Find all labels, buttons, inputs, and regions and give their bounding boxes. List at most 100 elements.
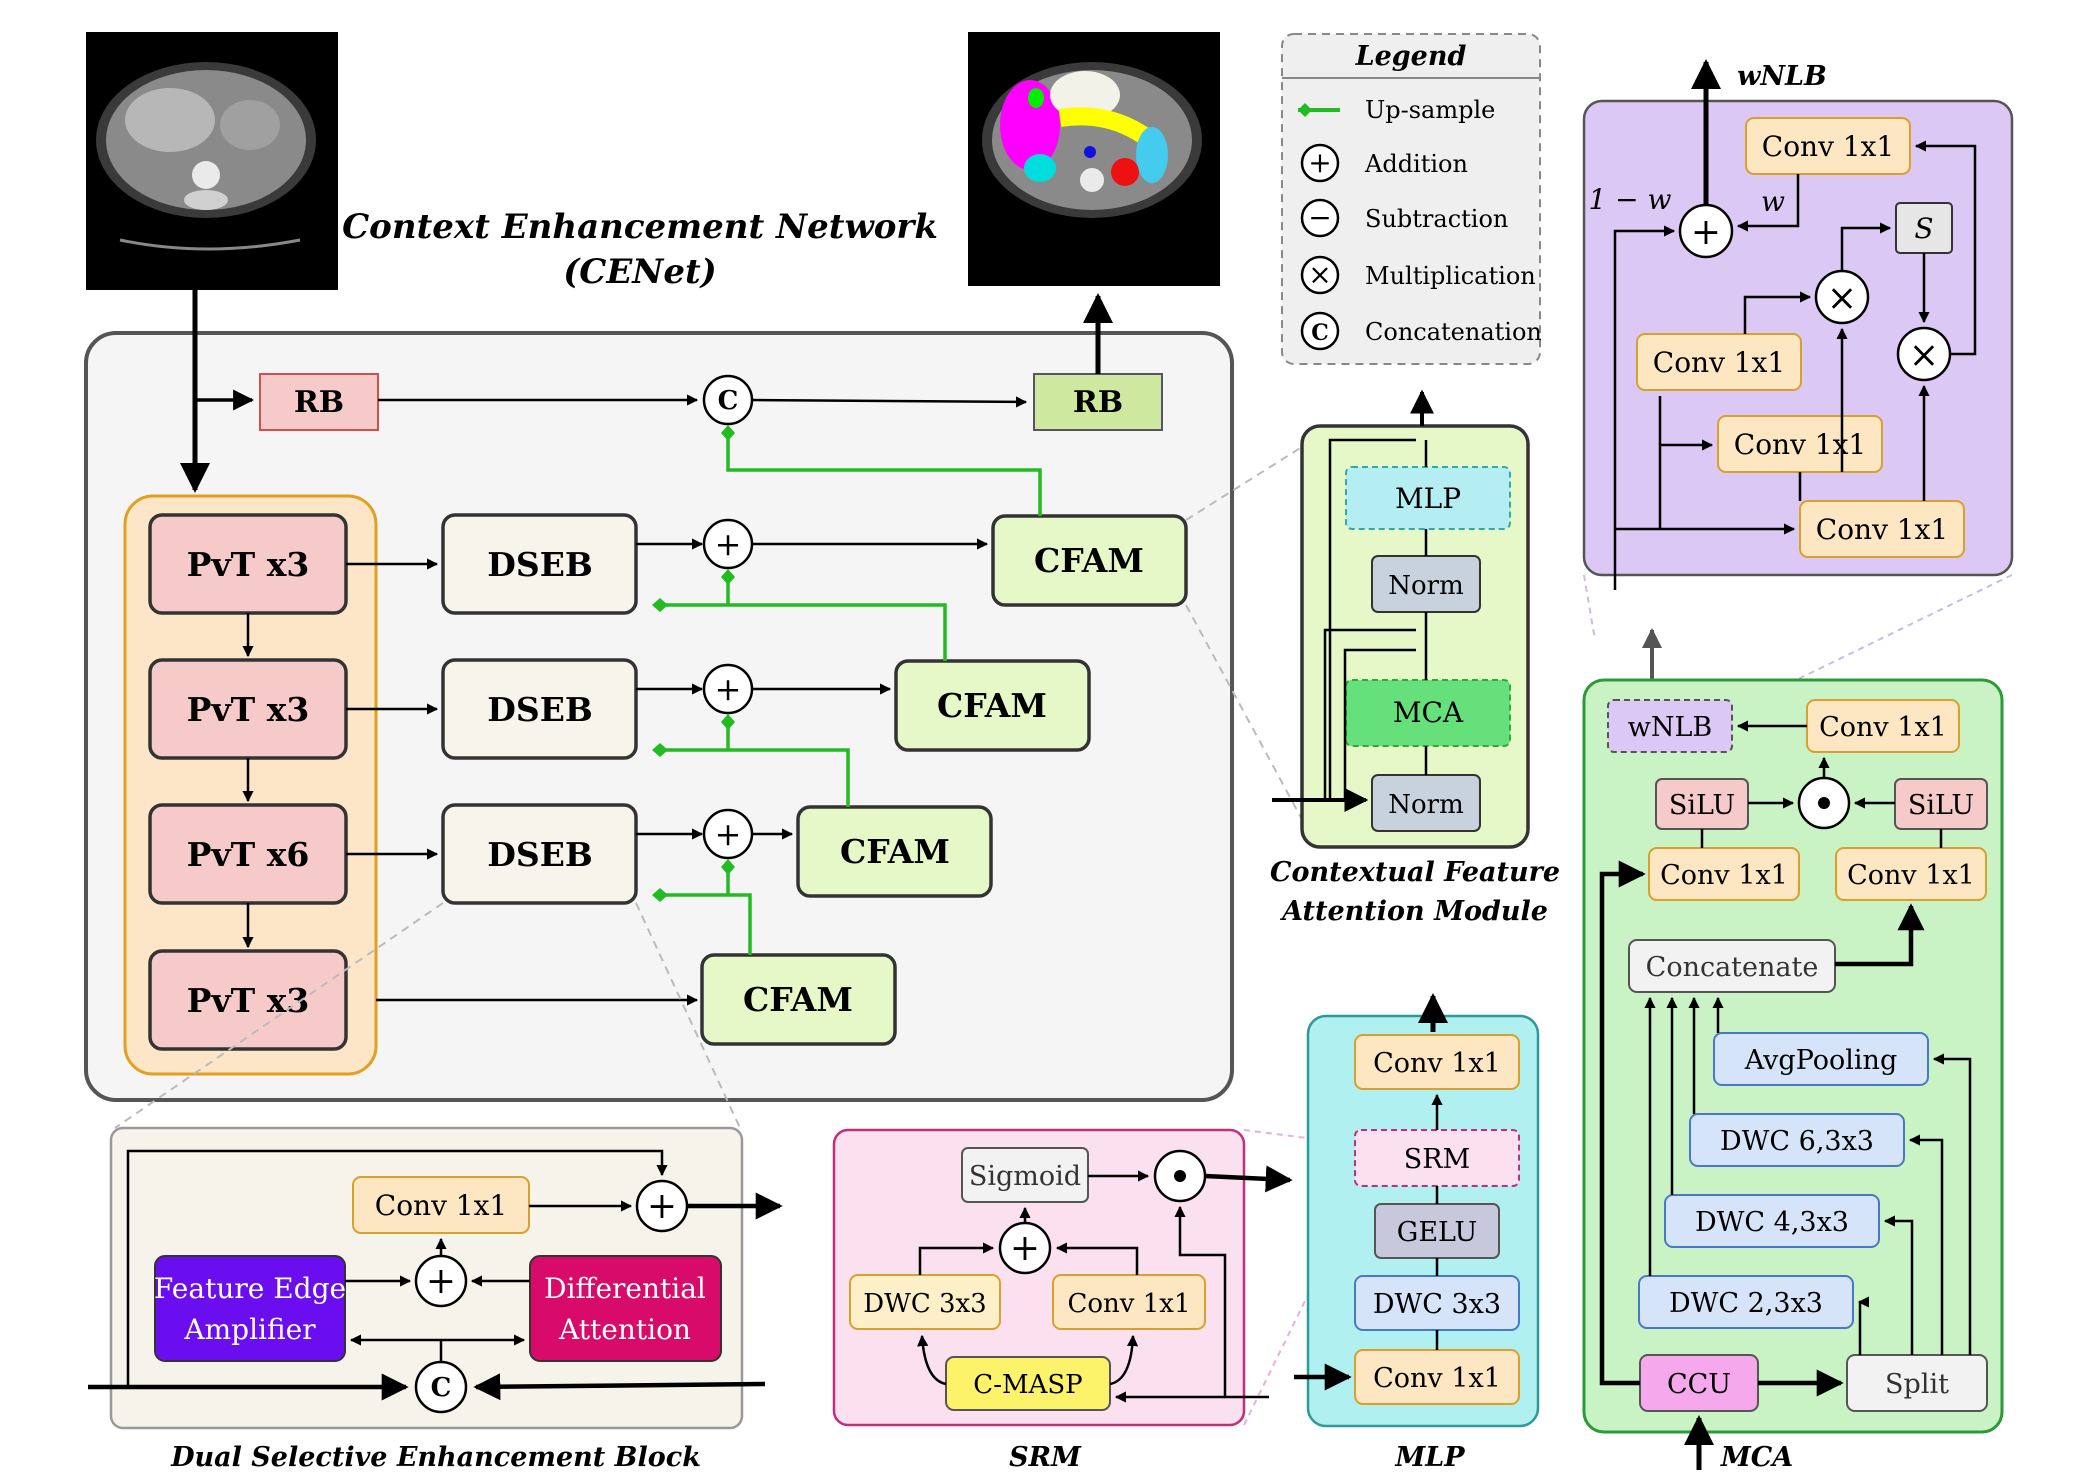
svg-text:+: + xyxy=(715,670,742,708)
cfam-block-1 xyxy=(991,514,1188,607)
svg-text:Dual Selective Enhancement Blo: Dual Selective Enhancement Block xyxy=(170,1442,701,1473)
mca-dwc2 xyxy=(1638,1275,1854,1329)
upsample-diamond-icon xyxy=(1298,103,1312,117)
svg-text:MLP: MLP xyxy=(1395,482,1461,515)
differential-attention xyxy=(529,1255,722,1362)
svg-text:RB: RB xyxy=(294,385,344,420)
input-ct-image xyxy=(86,32,338,290)
cfam-block-3 xyxy=(796,805,993,898)
svg-text:Sigmoid: Sigmoid xyxy=(969,1161,1081,1192)
srm-dwc xyxy=(849,1274,1001,1330)
mlp-module: Conv 1x1 SRM GELU DWC 3x3 Conv 1x1 MLP xyxy=(1294,993,1540,1473)
srm-module: Sigmoid + DWC 3x3 Conv 1x1 C-MASP SRM xyxy=(832,1128,1293,1473)
svg-text:+: + xyxy=(1691,212,1721,253)
svg-text:CFAM: CFAM xyxy=(743,980,853,1019)
mca-dwc4 xyxy=(1664,1194,1880,1248)
mca-avgpooling xyxy=(1713,1032,1929,1086)
wnlb-conv-left xyxy=(1636,333,1802,391)
svg-text:CCU: CCU xyxy=(1667,1369,1731,1400)
svg-text:RB: RB xyxy=(1073,385,1123,420)
svg-text:DSEB: DSEB xyxy=(487,835,593,874)
wnlb-conv-bottom xyxy=(1799,500,1965,558)
mca-dwc6 xyxy=(1689,1113,1905,1167)
svg-text:+: + xyxy=(1308,146,1331,179)
concatenation-icon xyxy=(1300,311,1340,351)
svg-text:CFAM: CFAM xyxy=(840,832,950,871)
svg-text:Conv 1x1: Conv 1x1 xyxy=(1660,860,1788,891)
svg-text:+: + xyxy=(715,525,742,563)
svg-text:Conv 1x1: Conv 1x1 xyxy=(375,1189,507,1222)
mca-module: wNLB Conv 1x1 SiLU SiLU Conv 1x1 Conv 1x… xyxy=(1582,628,2004,1473)
diagram-title-line2: (CENet) xyxy=(563,252,717,292)
svg-text:SRM: SRM xyxy=(1404,1144,1470,1175)
svg-text:Conv 1x1: Conv 1x1 xyxy=(1847,860,1975,891)
legend-addition: Addition xyxy=(1364,150,1468,178)
svg-text:C: C xyxy=(718,386,739,416)
legend-title: Legend xyxy=(1355,41,1467,72)
svg-text:DSEB: DSEB xyxy=(487,690,593,729)
svg-text:SiLU: SiLU xyxy=(1908,790,1974,821)
pvt-block-4 xyxy=(148,949,348,1051)
cfam-mlp xyxy=(1345,466,1511,530)
rb-left-block xyxy=(259,373,379,431)
svg-text:MCA: MCA xyxy=(1393,696,1464,729)
legend-upsample: Up-sample xyxy=(1365,96,1495,124)
svg-text:SRM: SRM xyxy=(1009,1442,1082,1473)
svg-text:Feature Edge: Feature Edge xyxy=(154,1272,346,1305)
svg-text:Amplifier: Amplifier xyxy=(183,1313,316,1346)
svg-text:Conv 1x1: Conv 1x1 xyxy=(1373,1363,1501,1394)
legend-multiplication: Multiplication xyxy=(1365,262,1536,290)
mca-split xyxy=(1846,1354,1988,1412)
svg-text:+: + xyxy=(647,1186,677,1227)
diagram-title-line1: Context Enhancement Network xyxy=(342,207,938,247)
svg-text:DWC 6,3x3: DWC 6,3x3 xyxy=(1720,1126,1874,1157)
svg-text:Conv 1x1: Conv 1x1 xyxy=(1819,712,1947,743)
svg-text:CFAM: CFAM xyxy=(1034,541,1144,580)
svg-text:×: × xyxy=(1308,258,1331,291)
svg-text:w: w xyxy=(1761,185,1785,218)
svg-text:DWC 4,3x3: DWC 4,3x3 xyxy=(1695,1207,1849,1238)
wnlb-conv-top xyxy=(1745,117,1911,175)
svg-text:DSEB: DSEB xyxy=(487,545,593,584)
svg-text:Attention: Attention xyxy=(558,1313,691,1346)
svg-text:wNLB: wNLB xyxy=(1737,61,1827,92)
svg-text:AvgPooling: AvgPooling xyxy=(1744,1045,1897,1076)
cfam-block-2 xyxy=(894,659,1091,752)
legend: Legend Up-sample + Addition − Subtractio… xyxy=(1281,33,1542,365)
svg-text:SiLU: SiLU xyxy=(1669,790,1735,821)
svg-text:CFAM: CFAM xyxy=(937,686,1047,725)
svg-text:Norm: Norm xyxy=(1388,571,1464,601)
mlp-conv-top xyxy=(1354,1034,1520,1090)
pvt-stack: PvT x3 PvT x3 PvT x6 PvT x3 xyxy=(148,513,348,1051)
svg-text:×: × xyxy=(1909,335,1939,376)
legend-subtraction: Subtraction xyxy=(1365,205,1508,233)
svg-text:Concatenate: Concatenate xyxy=(1646,952,1819,983)
svg-text:C-MASP: C-MASP xyxy=(973,1370,1082,1400)
svg-text:PvT x3: PvT x3 xyxy=(187,690,310,729)
svg-text:MCA: MCA xyxy=(1720,1442,1793,1473)
dseb-block-2 xyxy=(441,658,638,760)
svg-text:Conv 1x1: Conv 1x1 xyxy=(1816,513,1948,546)
upsample-paths xyxy=(660,433,1042,955)
dseb-detail-module: Conv 1x1 + + C Feature Edge Amplifier Di… xyxy=(88,1126,783,1473)
svg-text:GELU: GELU xyxy=(1397,1217,1478,1248)
svg-text:PvT x3: PvT x3 xyxy=(187,545,310,584)
svg-text:MLP: MLP xyxy=(1394,1442,1465,1473)
svg-text:DWC 2,3x3: DWC 2,3x3 xyxy=(1669,1288,1823,1319)
svg-text:S: S xyxy=(1914,212,1933,245)
svg-text:DWC 3x3: DWC 3x3 xyxy=(863,1289,986,1319)
rb-right-block xyxy=(1033,373,1163,431)
svg-text:PvT x6: PvT x6 xyxy=(187,835,310,874)
subtraction-icon xyxy=(1300,198,1340,238)
srm-conv xyxy=(1052,1274,1206,1330)
svg-text:Conv 1x1: Conv 1x1 xyxy=(1734,428,1866,461)
multiplication-icon xyxy=(1300,255,1340,295)
svg-text:Split: Split xyxy=(1885,1369,1949,1400)
mca-wnlb xyxy=(1607,699,1733,753)
svg-text:×: × xyxy=(1827,278,1857,319)
svg-text:Conv 1x1: Conv 1x1 xyxy=(1653,346,1785,379)
svg-text:DWC 3x3: DWC 3x3 xyxy=(1373,1289,1501,1320)
dseb-block-1 xyxy=(441,513,638,615)
cfam-block-4 xyxy=(700,953,897,1046)
